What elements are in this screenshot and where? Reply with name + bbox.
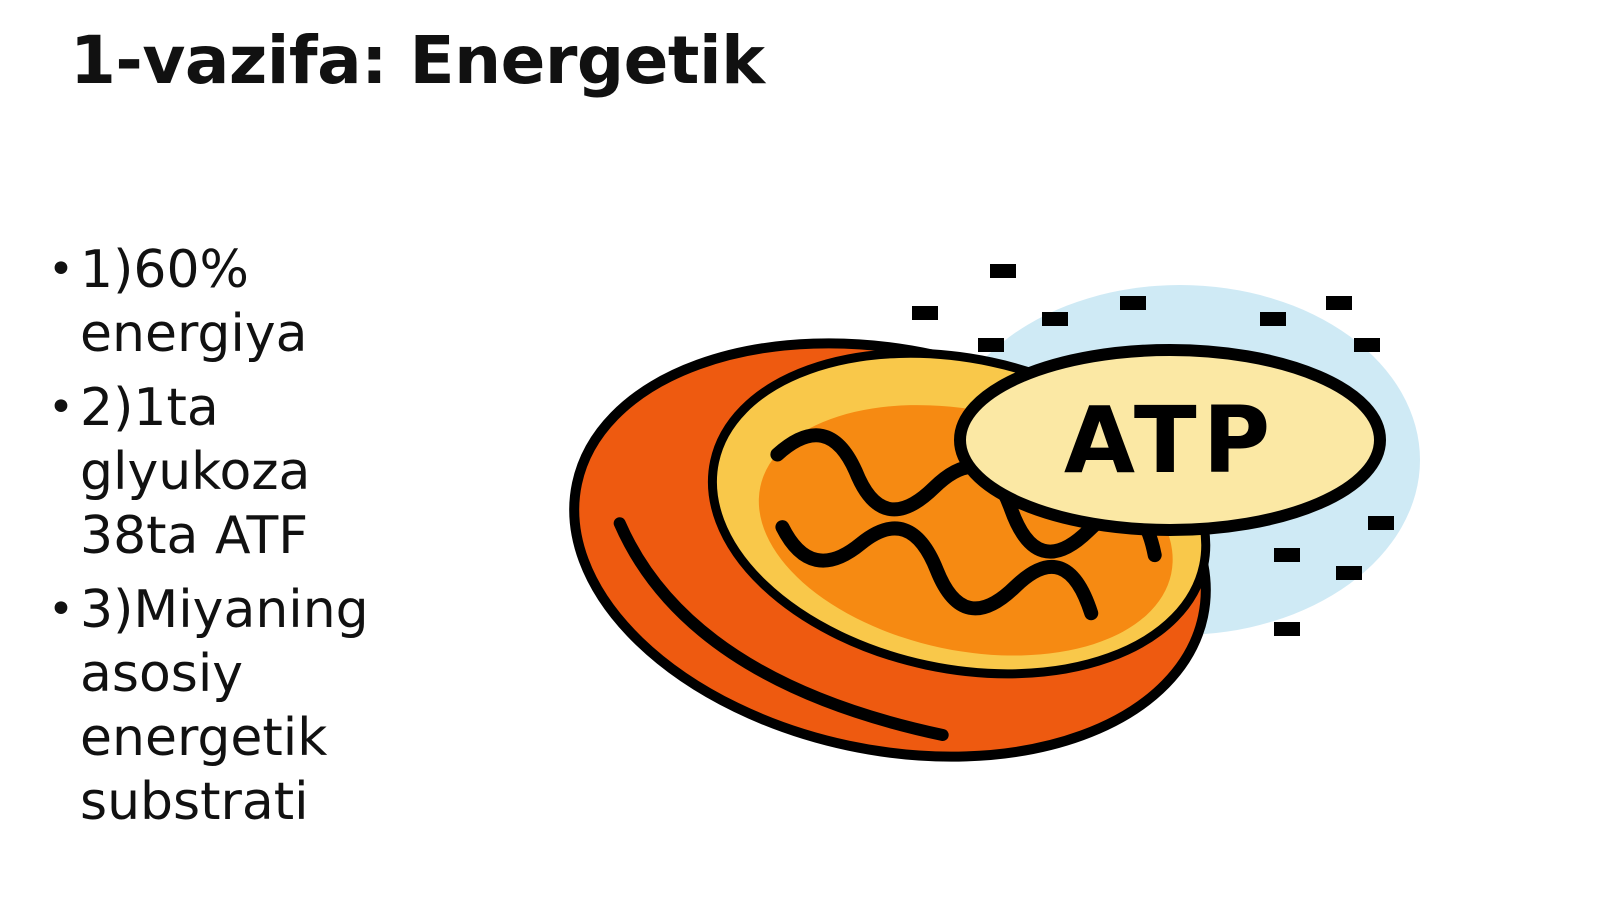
- bullet-dot-icon: •: [48, 382, 74, 433]
- bullet-text: 2)1ta: [80, 378, 219, 438]
- atp-label: ATP: [1064, 387, 1276, 494]
- particles: [912, 264, 1394, 636]
- bullet-text: substrati: [80, 772, 309, 832]
- bullet-text: energiya: [80, 304, 308, 364]
- bullet-text: 1)60%: [80, 240, 249, 300]
- bullet-text: 38ta ATF: [80, 506, 309, 566]
- bullet-dot-icon: •: [48, 244, 74, 295]
- mitochondrion-atp-illustration: ATP: [569, 264, 1420, 762]
- bullet-dot-icon: •: [48, 584, 74, 635]
- atp-badge: [954, 344, 1386, 536]
- bullet-item: • 1)60% energiya: [48, 238, 468, 366]
- bullet-text: 3)Miyaning: [80, 580, 369, 640]
- bullet-item: • 2)1ta glyukoza 38ta ATF: [48, 376, 468, 568]
- bullet-text: glyukoza: [80, 442, 311, 502]
- bullet-item: • 3)Miyaning asosiy energetik substrati: [48, 578, 468, 834]
- bullet-list: • 1)60% energiya • 2)1ta glyukoza 38ta A…: [48, 238, 468, 844]
- bullet-text: energetik: [80, 708, 328, 768]
- bullet-text: asosiy: [80, 644, 244, 704]
- slide-title: 1-vazifa: Energetik: [70, 22, 765, 99]
